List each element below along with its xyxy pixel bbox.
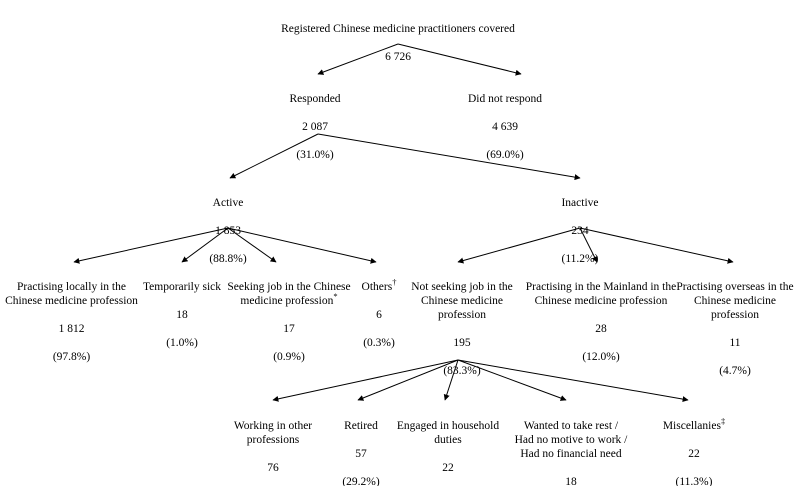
node-inactive: Inactive 234 (11.2%) [510, 182, 650, 280]
node-miscellanies-value: 22 [688, 448, 700, 461]
node-did-not-respond-label: Did not respond [467, 93, 543, 106]
node-working-other-professions: Working in other professions 76 (39.0%) [213, 405, 333, 486]
node-others-label: Others† [350, 277, 408, 294]
node-inactive-pct: (11.2%) [561, 253, 599, 266]
node-temporarily-sick-pct: (1.0%) [166, 337, 198, 350]
footnote-marker-double-dagger: ‡ [720, 416, 726, 427]
node-practising-overseas-value: 11 [729, 337, 741, 350]
node-seeking-job-value: 17 [283, 323, 295, 336]
node-did-not-respond: Did not respond 4 639 (69.0%) [420, 78, 590, 176]
node-miscellanies: Miscellanies‡ 22 (11.3%) [640, 405, 748, 486]
node-working-other-professions-value: 76 [267, 462, 279, 475]
node-practising-overseas-label: Practising overseas in the Chinese medic… [676, 281, 794, 322]
node-not-seeking-job-label: Not seeking job in the Chinese medicine … [411, 281, 513, 322]
node-retired-pct: (29.2%) [342, 476, 380, 486]
node-others: Others† 6 (0.3%) [350, 266, 408, 364]
node-seeking-job: Seeking job in the Chinese medicine prof… [224, 266, 354, 378]
node-practising-locally-label: Practising locally in the Chinese medici… [5, 281, 138, 308]
node-practising-mainland-value: 28 [595, 323, 607, 336]
node-household-duties-value: 22 [442, 462, 454, 475]
node-practising-locally-value: 1 812 [58, 323, 85, 336]
footnote-marker-asterisk: * [333, 291, 338, 302]
node-retired-value: 57 [355, 448, 367, 461]
node-seeking-job-label: Seeking job in the Chinese medicine prof… [224, 280, 354, 308]
node-temporarily-sick-value: 18 [176, 309, 188, 322]
node-inactive-label: Inactive [561, 197, 599, 210]
node-practising-mainland-label: Practising in the Mainland in the Chines… [525, 281, 677, 308]
node-temporarily-sick: Temporarily sick 18 (1.0%) [141, 266, 223, 364]
node-not-seeking-job-value: 195 [453, 337, 471, 350]
node-active-value: 1 853 [215, 225, 241, 238]
node-seeking-job-pct: (0.9%) [273, 351, 305, 364]
node-inactive-value: 234 [571, 225, 589, 238]
node-others-value: 6 [376, 309, 382, 322]
node-working-other-professions-label: Working in other professions [233, 420, 313, 447]
node-miscellanies-text: Miscellanies [662, 420, 721, 433]
node-responded-pct: (31.0%) [296, 149, 334, 162]
node-seeking-job-text: Seeking job in the Chinese medicine prof… [227, 281, 351, 308]
node-practising-locally-pct: (97.8%) [52, 351, 91, 364]
node-not-seeking-job-pct: (83.3%) [443, 365, 481, 378]
node-household-duties-label: Engaged in household duties [396, 420, 500, 447]
node-practising-locally: Practising locally in the Chinese medici… [4, 266, 139, 378]
node-active-label: Active [212, 197, 244, 210]
node-others-pct: (0.3%) [363, 337, 395, 350]
node-wanted-rest-value: 18 [565, 476, 577, 486]
node-responded-label: Responded [289, 93, 341, 106]
node-temporarily-sick-label: Temporarily sick [142, 281, 222, 294]
node-responded: Responded 2 087 (31.0%) [230, 78, 400, 176]
node-others-text: Others [361, 281, 393, 294]
footnote-marker-dagger: † [392, 277, 397, 288]
node-did-not-respond-pct: (69.0%) [486, 149, 524, 162]
node-root-label: Registered Chinese medicine practitioner… [281, 23, 515, 36]
node-practising-mainland: Practising in the Mainland in the Chines… [524, 266, 678, 378]
node-active-pct: (88.8%) [209, 253, 247, 266]
node-wanted-rest: Wanted to take rest / Had no motive to w… [497, 405, 645, 486]
node-wanted-rest-label: Wanted to take rest / Had no motive to w… [514, 420, 628, 461]
node-retired: Retired 57 (29.2%) [325, 405, 397, 486]
node-active: Active 1 853 (88.8%) [158, 182, 298, 280]
node-miscellanies-label: Miscellanies‡ [640, 416, 748, 433]
node-not-seeking-job: Not seeking job in the Chinese medicine … [396, 266, 528, 392]
node-did-not-respond-value: 4 639 [492, 121, 518, 134]
node-practising-overseas-pct: (4.7%) [719, 365, 751, 378]
node-practising-overseas: Practising overseas in the Chinese medic… [676, 266, 794, 392]
node-root-value: 6 726 [385, 51, 411, 64]
node-practising-mainland-pct: (12.0%) [582, 351, 620, 364]
node-retired-label: Retired [344, 420, 378, 433]
node-root: Registered Chinese medicine practitioner… [248, 8, 548, 78]
node-miscellanies-pct: (11.3%) [675, 476, 713, 486]
node-responded-value: 2 087 [302, 121, 328, 134]
node-household-duties: Engaged in household duties 22 (11.3%) [392, 405, 504, 486]
